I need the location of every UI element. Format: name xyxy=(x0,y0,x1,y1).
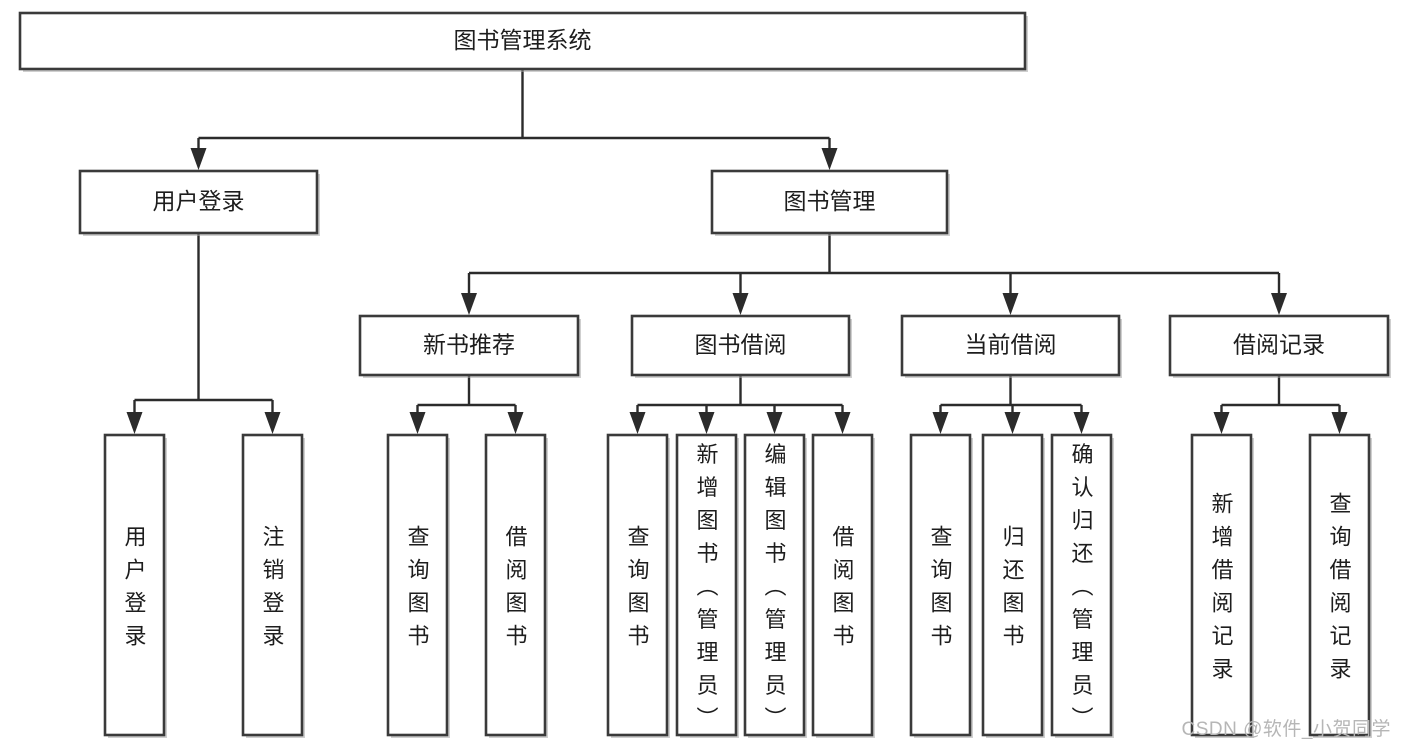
arrow-head-icon xyxy=(834,412,851,434)
node-newbook[interactable]: 新书推荐 xyxy=(358,314,581,378)
node-leaf-add-book[interactable]: 新增图书︵管理员︶ xyxy=(675,433,739,738)
node-label: 编辑图书︵管理员︶ xyxy=(764,442,786,731)
arrow-head-icon xyxy=(461,293,477,315)
node-leaf-borrow-book-2[interactable]: 借阅图书 xyxy=(811,433,875,738)
node-leaf-query-record[interactable]: 查询借阅记录 xyxy=(1308,433,1372,738)
arrow-head-icon xyxy=(629,412,646,434)
node-records[interactable]: 借阅记录 xyxy=(1168,314,1391,378)
node-label: 查询借阅记录 xyxy=(1329,492,1351,682)
node-rect[interactable] xyxy=(484,433,547,737)
arrow-head-icon xyxy=(766,412,783,434)
node-rect[interactable] xyxy=(909,433,972,737)
node-leaf-query-book-3[interactable]: 查询图书 xyxy=(909,433,973,738)
node-rect[interactable] xyxy=(103,433,166,737)
node-label: 新增图书︵管理员︶ xyxy=(696,442,718,731)
node-rect[interactable] xyxy=(241,433,304,737)
node-rect[interactable] xyxy=(1308,433,1371,737)
csdn-watermark: CSDN @软件_小贺同学 xyxy=(1181,719,1391,740)
node-rect[interactable] xyxy=(900,314,1121,377)
node-label: 借阅图书 xyxy=(505,525,527,649)
arrow-head-icon xyxy=(190,148,207,170)
node-label: 新增借阅记录 xyxy=(1211,492,1233,682)
node-login[interactable]: 用户登录 xyxy=(78,169,320,236)
node-leaf-return-book[interactable]: 归还图书 xyxy=(981,433,1045,738)
node-rect[interactable] xyxy=(811,433,874,737)
arrow-head-icon xyxy=(1002,293,1019,315)
node-leaf-borrow-book-1[interactable]: 借阅图书 xyxy=(484,433,548,738)
arrow-head-icon xyxy=(126,412,143,434)
arrow-head-icon xyxy=(932,412,949,434)
arrow-head-icon xyxy=(1271,293,1287,315)
node-rect[interactable] xyxy=(630,314,851,377)
node-rect[interactable] xyxy=(743,433,806,737)
node-rect[interactable] xyxy=(675,433,738,737)
connector-layer xyxy=(126,69,1348,434)
node-borrow[interactable]: 图书借阅 xyxy=(630,314,852,378)
node-label: 图书管理 xyxy=(784,188,876,214)
arrow-head-icon xyxy=(507,412,524,434)
node-rect[interactable] xyxy=(710,169,949,235)
arrow-head-icon xyxy=(1331,412,1348,434)
arrow-head-icon xyxy=(1213,412,1230,434)
arrow-head-icon xyxy=(732,293,749,315)
node-label: 图书借阅 xyxy=(695,332,787,358)
arrow-head-icon xyxy=(698,412,715,434)
node-bookmgmt[interactable]: 图书管理 xyxy=(710,169,950,236)
node-label: 查询图书 xyxy=(930,525,952,649)
node-rect[interactable] xyxy=(606,433,669,737)
node-leaf-user-login[interactable]: 用户登录 xyxy=(103,433,167,738)
arrow-head-icon xyxy=(1004,412,1021,434)
node-label: 查询图书 xyxy=(407,525,429,649)
arrow-head-icon xyxy=(1073,412,1090,434)
arrow-head-icon xyxy=(821,148,838,170)
node-label: 注销登录 xyxy=(262,525,284,649)
node-label: 新书推荐 xyxy=(423,332,515,358)
node-leaf-confirm-return[interactable]: 确认归还︵管理员︶ xyxy=(1050,433,1114,738)
node-label: 确认归还︵管理员︶ xyxy=(1071,442,1093,731)
node-leaf-edit-book[interactable]: 编辑图书︵管理员︶ xyxy=(743,433,807,738)
arrow-head-icon xyxy=(264,412,281,434)
node-rect[interactable] xyxy=(358,314,580,377)
node-label: 借阅图书 xyxy=(832,525,854,649)
node-rect[interactable] xyxy=(981,433,1044,737)
node-layer: 图书管理系统用户登录图书管理新书推荐图书借阅当前借阅借阅记录用户登录注销登录查询… xyxy=(18,11,1391,738)
node-rect[interactable] xyxy=(18,11,1027,71)
node-leaf-query-book-2[interactable]: 查询图书 xyxy=(606,433,670,738)
node-label: 当前借阅 xyxy=(965,332,1057,358)
node-rect[interactable] xyxy=(1050,433,1113,737)
node-rect[interactable] xyxy=(1190,433,1253,737)
node-label: 图书管理系统 xyxy=(454,27,592,53)
node-current[interactable]: 当前借阅 xyxy=(900,314,1122,378)
node-leaf-add-record[interactable]: 新增借阅记录 xyxy=(1190,433,1254,738)
node-leaf-query-book-1[interactable]: 查询图书 xyxy=(386,433,450,738)
node-label: 借阅记录 xyxy=(1233,332,1325,358)
node-leaf-user-logout[interactable]: 注销登录 xyxy=(241,433,305,738)
node-rect[interactable] xyxy=(78,169,319,235)
node-root[interactable]: 图书管理系统 xyxy=(18,11,1028,72)
node-label: 归还图书 xyxy=(1002,525,1024,649)
node-label: 用户登录 xyxy=(124,525,146,649)
node-label: 查询图书 xyxy=(627,525,649,649)
node-rect[interactable] xyxy=(1168,314,1390,377)
node-label: 用户登录 xyxy=(153,188,245,214)
arrow-head-icon xyxy=(409,412,426,434)
node-rect[interactable] xyxy=(386,433,449,737)
